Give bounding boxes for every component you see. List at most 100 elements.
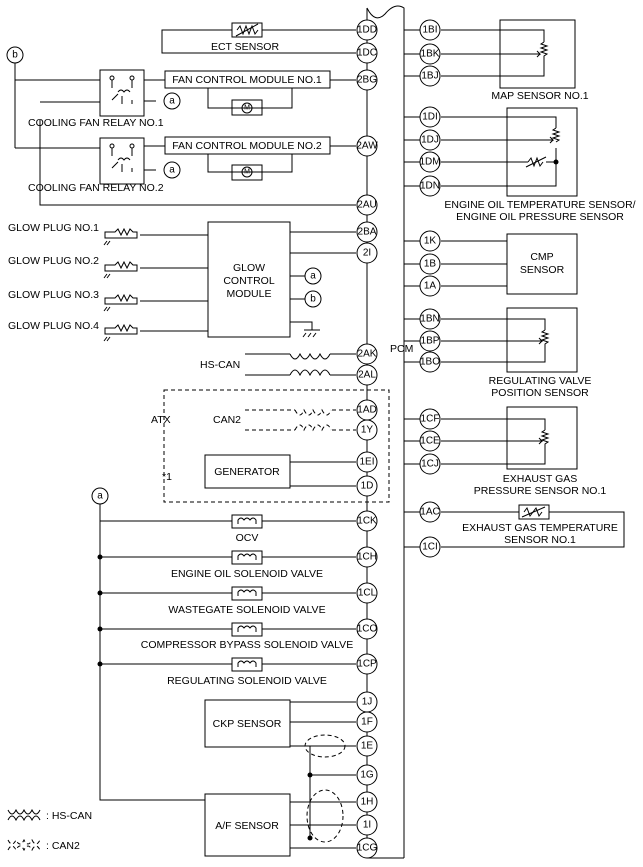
solenoid-valves: a OCV ENGINE OIL SOLENOID VALVE WASTEGAT… xyxy=(91,487,356,801)
svg-text:1BK: 1BK xyxy=(421,49,440,60)
engine-oil-sensor: ENGINE OIL TEMPERATURE SENSOR/ ENGINE OI… xyxy=(441,107,636,223)
pin-1I: 1I xyxy=(356,814,378,836)
cmp-label-1: CMP xyxy=(530,251,553,263)
relay2-label: COOLING FAN RELAY NO.2 xyxy=(28,182,164,194)
ckp-sensor: CKP SENSOR xyxy=(204,699,356,838)
svg-text:1Y: 1Y xyxy=(361,425,374,436)
pin-1CG: 1CG xyxy=(356,837,378,859)
pcm-label: PCM xyxy=(390,343,413,355)
fan-control-module-1: FAN CONTROL MODULE NO.1 M xyxy=(164,70,356,116)
can2-label: CAN2 xyxy=(213,414,241,426)
pin-1CK: 1CK xyxy=(356,510,378,532)
pin-1DM: 1DM xyxy=(419,151,441,173)
cbp-label: COMPRESSOR BYPASS SOLENOID VALVE xyxy=(141,639,353,651)
svg-text:1BI: 1BI xyxy=(422,25,437,36)
svg-text:2AW: 2AW xyxy=(356,141,378,152)
svg-text:1CE: 1CE xyxy=(420,436,440,447)
svg-text:2AU: 2AU xyxy=(357,200,376,211)
cooling-fan-relay-2: a COOLING FAN RELAY NO.2 xyxy=(15,101,181,198)
reg-label: REGULATING SOLENOID VALVE xyxy=(167,675,327,687)
svg-text:1CI: 1CI xyxy=(422,542,438,553)
egp-label-2: PRESSURE SENSOR NO.1 xyxy=(474,485,607,497)
svg-text:1J: 1J xyxy=(362,697,373,708)
right-pins: 1BI 1BK 1BJ 1DI 1DJ 1DM 1DN 1K 1B 1A 1BN… xyxy=(419,19,441,558)
ect-sensor: ECT SENSOR xyxy=(161,22,356,54)
wire-2au xyxy=(39,198,356,206)
ref-a-gcm: a xyxy=(310,271,316,282)
pin-1H: 1H xyxy=(356,791,378,813)
svg-text:1D: 1D xyxy=(361,481,374,492)
eot-label-1: ENGINE OIL TEMPERATURE SENSOR/ xyxy=(444,199,635,211)
svg-text:1DJ: 1DJ xyxy=(421,135,439,146)
egt-label-1: EXHAUST GAS TEMPERATURE xyxy=(462,522,618,534)
gcm-line2: CONTROL xyxy=(223,275,274,287)
pin-1K: 1K xyxy=(419,230,441,252)
atx-label: ATX xyxy=(151,414,171,426)
ref-b-gcm: b xyxy=(310,294,316,305)
pin-1DD: 1DD xyxy=(356,19,378,41)
pin-1AD: 1AD xyxy=(356,399,378,421)
fan-control-module-2: FAN CONTROL MODULE NO.2 M xyxy=(164,136,356,181)
svg-text:1CP: 1CP xyxy=(357,659,377,670)
pin-1F: 1F xyxy=(356,711,378,733)
atx-group: ATX CAN2 *1 GENERATOR xyxy=(151,389,390,503)
exhaust-gas-temperature-sensor: EXHAUST GAS TEMPERATURE SENSOR NO.1 xyxy=(441,504,625,548)
right-pin-stubs xyxy=(404,29,420,548)
svg-text:1AC: 1AC xyxy=(420,507,439,518)
svg-text:1DC: 1DC xyxy=(357,48,377,59)
legend: : HS-CAN : CAN2 xyxy=(7,808,92,852)
pin-2BG: 2BG xyxy=(356,69,378,91)
svg-text:1BP: 1BP xyxy=(421,336,440,347)
svg-text:1A: 1A xyxy=(424,281,437,292)
svg-text:1CK: 1CK xyxy=(357,516,377,527)
svg-text:1CJ: 1CJ xyxy=(421,459,439,470)
svg-text:1DD: 1DD xyxy=(357,25,377,36)
wg-label: WASTEGATE SOLENOID VALVE xyxy=(168,604,325,616)
cmp-label-2: SENSOR xyxy=(520,264,565,276)
svg-text:1BJ: 1BJ xyxy=(421,71,438,82)
svg-text:1F: 1F xyxy=(361,717,373,728)
svg-text:2AK: 2AK xyxy=(358,349,377,360)
pin-1AC: 1AC xyxy=(419,501,441,523)
pin-1DC: 1DC xyxy=(356,42,378,64)
svg-text:1I: 1I xyxy=(363,820,371,831)
glow2-label: GLOW PLUG NO.2 xyxy=(8,255,99,267)
pin-1D: 1D xyxy=(356,475,378,497)
pin-1DN: 1DN xyxy=(419,175,441,197)
ref-b-top: b xyxy=(12,50,18,61)
generator-label: GENERATOR xyxy=(214,466,280,478)
left-pins: 1DD 1DC 2BG 2AW 2AU 2BA 2I 2AK 2AL 1AD 1… xyxy=(356,19,378,859)
pin-1BN: 1BN xyxy=(419,308,441,330)
pin-1BO: 1BO xyxy=(419,351,441,373)
svg-text:1CF: 1CF xyxy=(421,414,440,425)
exhaust-gas-pressure-sensor: EXHAUST GAS PRESSURE SENSOR NO.1 xyxy=(441,406,607,497)
svg-text:1G: 1G xyxy=(360,770,374,781)
pin-1EI: 1EI xyxy=(356,451,378,473)
cmp-sensor: CMP SENSOR xyxy=(441,233,578,295)
pin-1CO: 1CO xyxy=(356,618,378,640)
regulating-valve-position-sensor: REGULATING VALVE POSITION SENSOR xyxy=(441,307,591,399)
pin-1B: 1B xyxy=(419,253,441,275)
hs-can: HS-CAN xyxy=(200,352,356,377)
gcm-line3: MODULE xyxy=(227,288,272,300)
pin-2I: 2I xyxy=(356,242,378,264)
ocv-label: OCV xyxy=(236,532,259,544)
svg-text:2BG: 2BG xyxy=(357,75,377,86)
svg-text:1CG: 1CG xyxy=(357,843,378,854)
pin-1BI: 1BI xyxy=(419,19,441,41)
pin-2AU: 2AU xyxy=(356,194,378,216)
glow1-label: GLOW PLUG NO.1 xyxy=(8,222,99,234)
pin-1CF: 1CF xyxy=(419,408,441,430)
svg-text:M: M xyxy=(244,105,250,112)
glow3-label: GLOW PLUG NO.3 xyxy=(8,289,99,301)
legend-hscan: : HS-CAN xyxy=(46,810,92,822)
svg-text:2AL: 2AL xyxy=(358,370,376,381)
pin-1DJ: 1DJ xyxy=(419,129,441,151)
pin-1Y: 1Y xyxy=(356,419,378,441)
eos-label: ENGINE OIL SOLENOID VALVE xyxy=(171,568,323,580)
pin-1BJ: 1BJ xyxy=(419,65,441,87)
pin-1CP: 1CP xyxy=(356,653,378,675)
pin-1CL: 1CL xyxy=(356,582,378,604)
legend-can2: : CAN2 xyxy=(46,840,80,852)
